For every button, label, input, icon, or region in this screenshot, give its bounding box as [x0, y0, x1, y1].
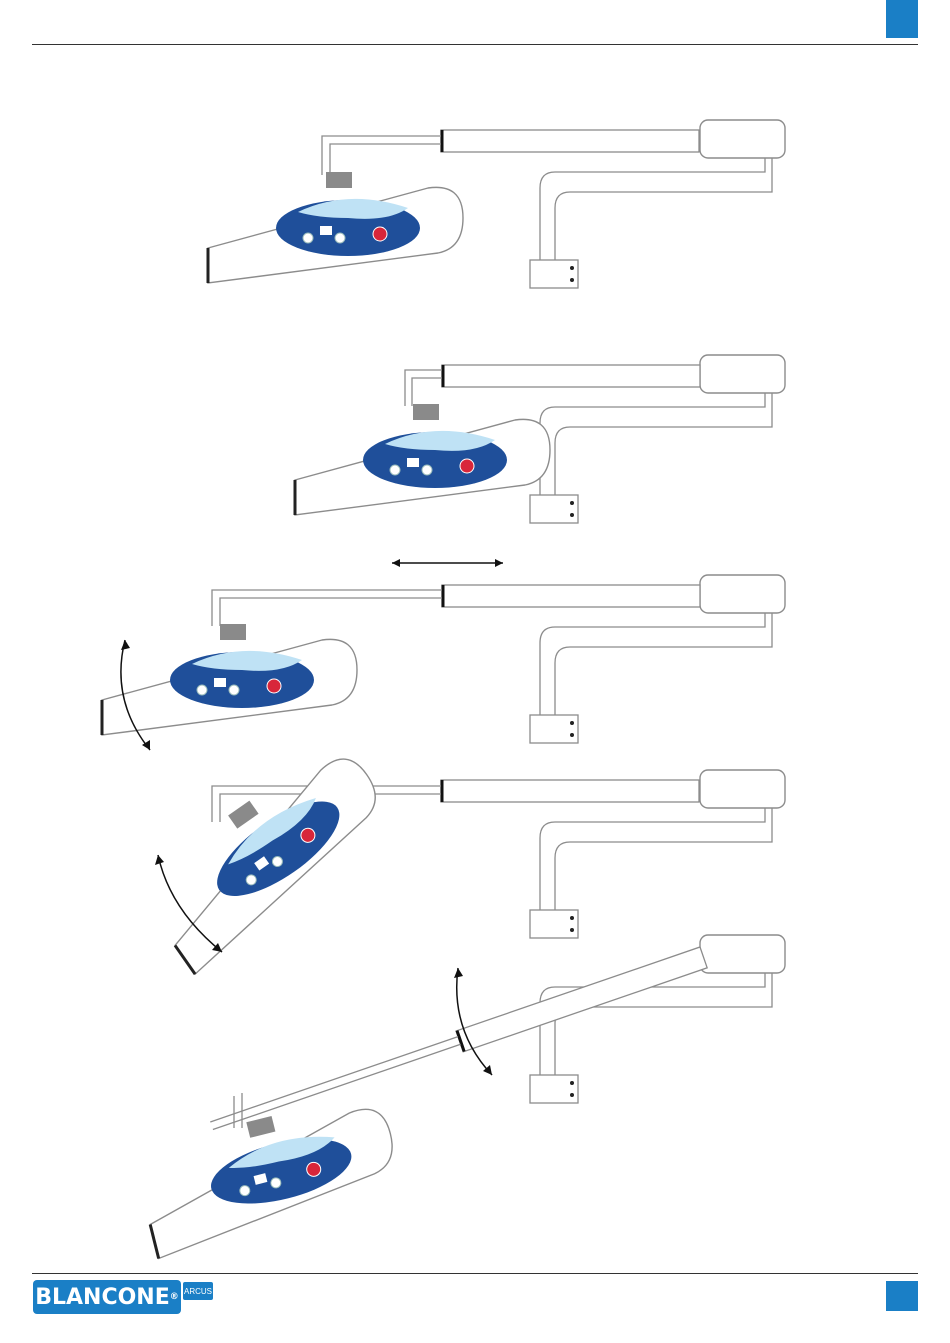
logo-subbrand: ARCUS [183, 1282, 213, 1300]
lamp-position-3 [102, 575, 785, 750]
logo-registered-mark: ® [170, 1292, 179, 1302]
logo-text: BLANCONE [35, 1285, 170, 1310]
lamp-position-4 [131, 737, 785, 974]
brand-logo: BLANCONE® ARCUS [33, 1280, 213, 1314]
slide-arrow [392, 559, 503, 567]
lamp-position-1 [208, 120, 785, 288]
lamp-position-5 [132, 935, 785, 1258]
page-tab-bottom [886, 1281, 918, 1311]
footer-rule [32, 1273, 918, 1274]
lamp-position-2 [295, 355, 785, 523]
logo-wordmark: BLANCONE® [33, 1280, 181, 1314]
